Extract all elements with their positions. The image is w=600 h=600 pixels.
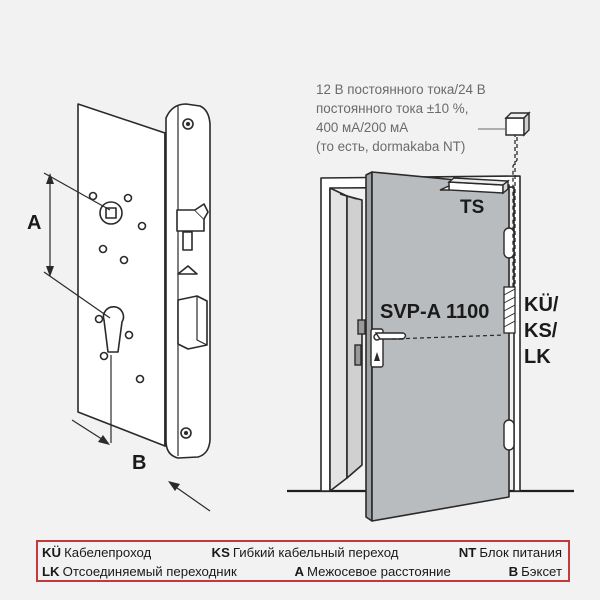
- legend-text: Отсоединяемый переходник: [62, 564, 237, 579]
- door-leaf: [365, 171, 510, 522]
- dimension-a-label: A: [27, 212, 42, 234]
- cable-transfer-label: KÜ/ KS/ LK: [524, 292, 558, 370]
- legend-text: Бэксет: [521, 564, 562, 579]
- legend-code: A: [294, 564, 305, 579]
- legend-text: Кабелепроход: [64, 545, 152, 560]
- lock-model-label: SVP-A 1100: [380, 301, 490, 323]
- cable-transfer: [503, 286, 516, 334]
- hinge-bottom: [503, 419, 515, 451]
- dimension-b-label: B: [132, 452, 147, 474]
- latch-tab: [182, 231, 193, 251]
- dimension-lines: [43, 172, 211, 512]
- dim-a-extension-bottom: [43, 271, 111, 319]
- dead-bolt: [177, 295, 208, 350]
- legend-code: KÜ: [42, 545, 62, 560]
- follower-square: [105, 207, 117, 219]
- cable-label-line: KÜ/: [524, 294, 559, 316]
- legend-text: Межосевое расстояние: [307, 564, 451, 579]
- latch-bolt: [176, 209, 205, 232]
- power-note-line: 12 В постоянного тока/24 В: [316, 82, 486, 97]
- power-note-line: постоянного тока ±10 %,: [316, 101, 469, 116]
- power-note-line: 400 мА/200 мА: [316, 120, 409, 135]
- legend-code: NT: [458, 545, 477, 560]
- hinges: [503, 227, 515, 451]
- cable-label-line: LK: [524, 346, 551, 368]
- cable-lock-to-frame: [391, 334, 505, 340]
- door-handle: [354, 319, 407, 368]
- dim-a-extension-top: [43, 172, 111, 211]
- door-closer-label: TS: [460, 197, 485, 218]
- forend-plate: [165, 103, 211, 459]
- cable-runs: [391, 133, 518, 340]
- door-frame: [320, 175, 521, 492]
- trigger-piece: [177, 265, 198, 275]
- door-closer: [439, 177, 510, 195]
- legend-code: LK: [42, 564, 60, 579]
- legend-code: B: [508, 564, 519, 579]
- legend-text: Гибкий кабельный переход: [232, 545, 399, 560]
- legend-text: Блок питания: [479, 545, 562, 560]
- lock-body: [77, 103, 166, 447]
- power-note-line: (то есть, dormakaba NT): [316, 139, 466, 154]
- power-supply-note: 12 В постоянного тока/24 В постоянного т…: [316, 80, 516, 156]
- hinge-top: [503, 227, 515, 259]
- mortise-lock: [77, 103, 211, 459]
- cable-label-line: KS/: [524, 320, 558, 342]
- power-supply-box: [504, 111, 531, 137]
- legend-code: KS: [211, 545, 230, 560]
